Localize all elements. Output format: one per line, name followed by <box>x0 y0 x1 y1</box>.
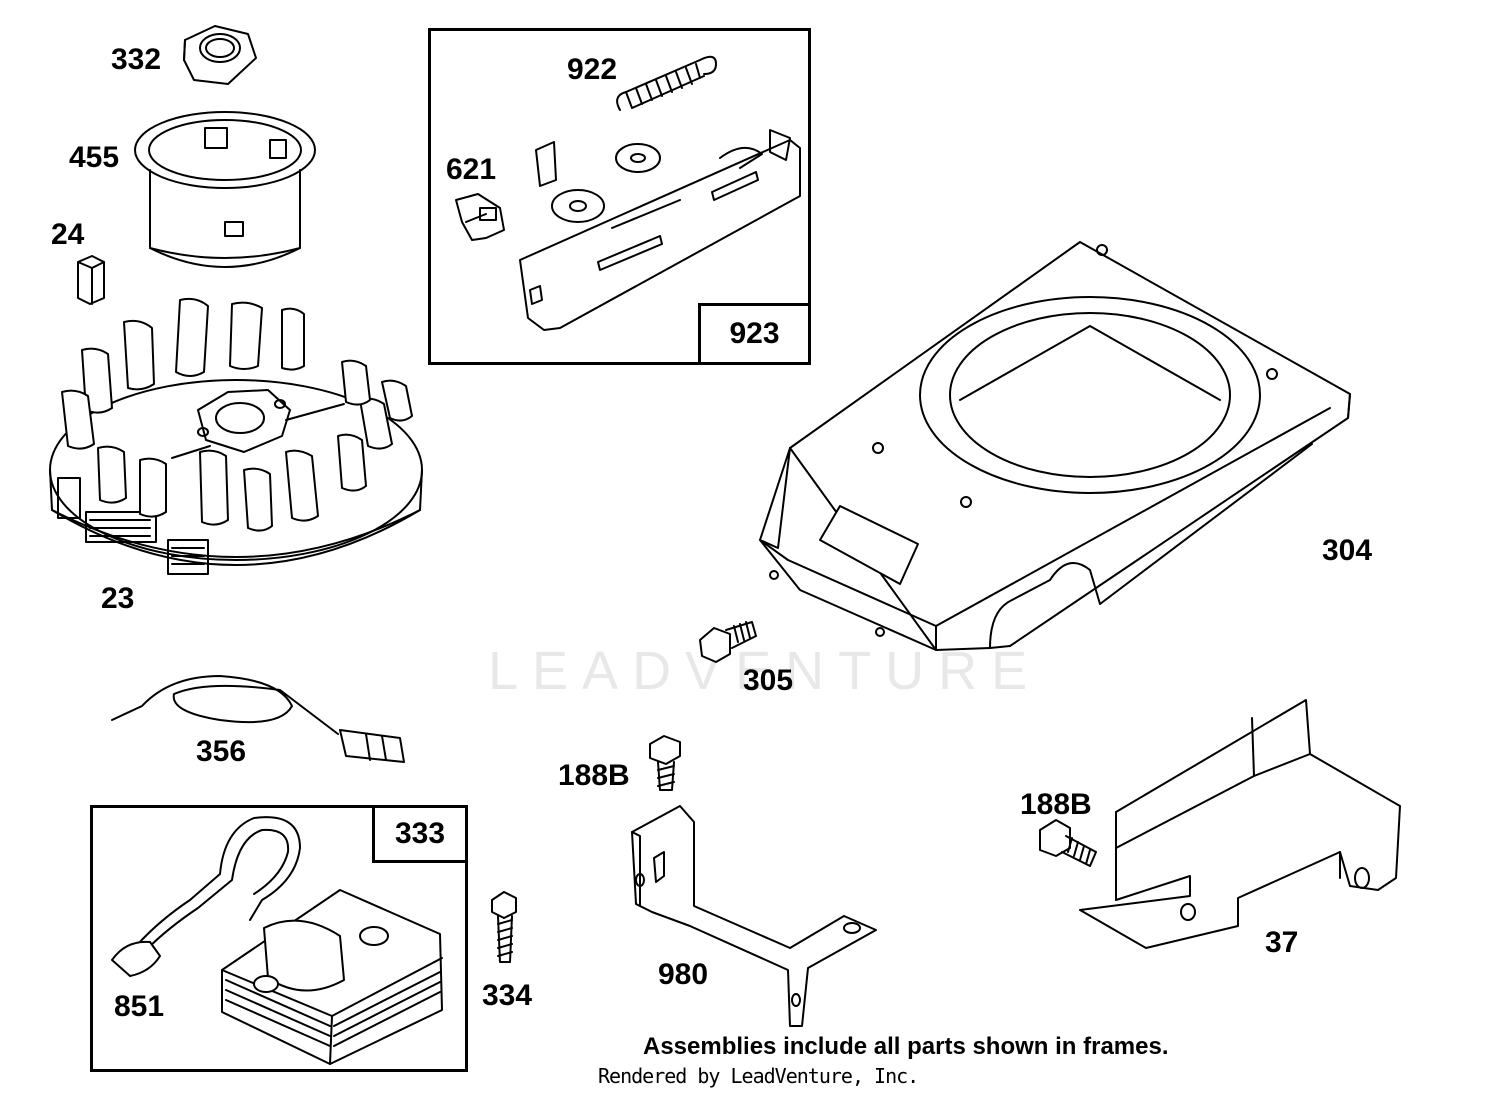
render-credit: Rendered by LeadVenture, Inc. <box>598 1064 919 1088</box>
ground-wire-356[interactable] <box>111 675 405 763</box>
label-356[interactable]: 356 <box>196 735 247 768</box>
deflector-37[interactable] <box>1079 699 1401 949</box>
screw-334[interactable] <box>491 891 517 963</box>
spring-922[interactable] <box>616 55 717 111</box>
label-23[interactable]: 23 <box>101 582 135 615</box>
label-851[interactable]: 851 <box>114 990 165 1023</box>
key-24[interactable] <box>77 255 105 305</box>
label-188b-upper[interactable]: 188B <box>558 759 630 792</box>
label-455[interactable]: 455 <box>69 141 120 174</box>
bracket-980[interactable] <box>631 805 877 1027</box>
label-334[interactable]: 334 <box>482 979 533 1012</box>
clip-621[interactable] <box>455 193 505 241</box>
bolt-188b-lower[interactable] <box>1039 819 1097 867</box>
label-305[interactable]: 305 <box>743 664 794 697</box>
assembly-tag-333[interactable]: 333 <box>372 805 468 863</box>
assembly-frame-923 <box>428 28 811 365</box>
governor-plate-621[interactable] <box>519 129 801 331</box>
assembly-note: Assemblies include all parts shown in fr… <box>643 1033 1169 1060</box>
bolt-305[interactable] <box>699 621 757 663</box>
bolt-188b-upper[interactable] <box>649 735 681 791</box>
assembly-tag-923[interactable]: 923 <box>698 303 811 365</box>
label-980[interactable]: 980 <box>658 958 709 991</box>
label-621[interactable]: 621 <box>446 153 497 186</box>
flywheel-23[interactable] <box>49 297 423 575</box>
label-304[interactable]: 304 <box>1322 534 1373 567</box>
label-332[interactable]: 332 <box>111 43 162 76</box>
label-922[interactable]: 922 <box>567 53 618 86</box>
blower-housing-304[interactable] <box>759 241 1351 651</box>
label-188b-lower[interactable]: 188B <box>1020 788 1092 821</box>
label-37[interactable]: 37 <box>1265 926 1299 959</box>
label-24[interactable]: 24 <box>51 218 85 251</box>
hex-nut-332[interactable] <box>183 25 257 85</box>
watermark: LEADVENTURE <box>488 641 1042 701</box>
cup-455[interactable] <box>134 111 316 268</box>
armature-333[interactable] <box>111 816 443 1065</box>
assembly-frame-333 <box>90 805 468 1072</box>
